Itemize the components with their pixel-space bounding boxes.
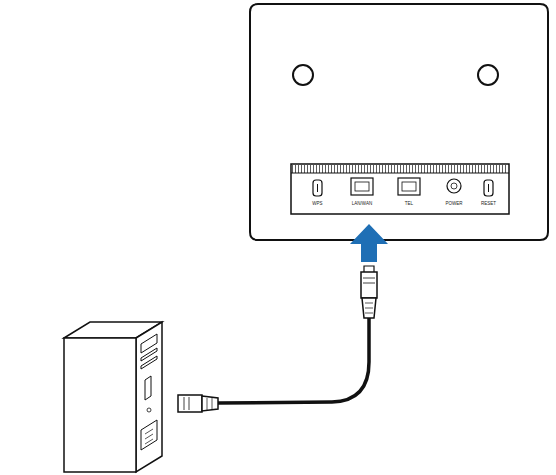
port-label: RESET [480, 202, 496, 207]
ethernet-cable [178, 266, 377, 412]
port-label: LAN/WAN [351, 202, 372, 207]
port-label: POWER [445, 202, 463, 207]
port-label: TEL [404, 202, 413, 207]
port-label: WPS [312, 202, 323, 207]
computer-tower [64, 322, 162, 472]
insert-arrow [350, 224, 388, 262]
router [250, 4, 548, 240]
